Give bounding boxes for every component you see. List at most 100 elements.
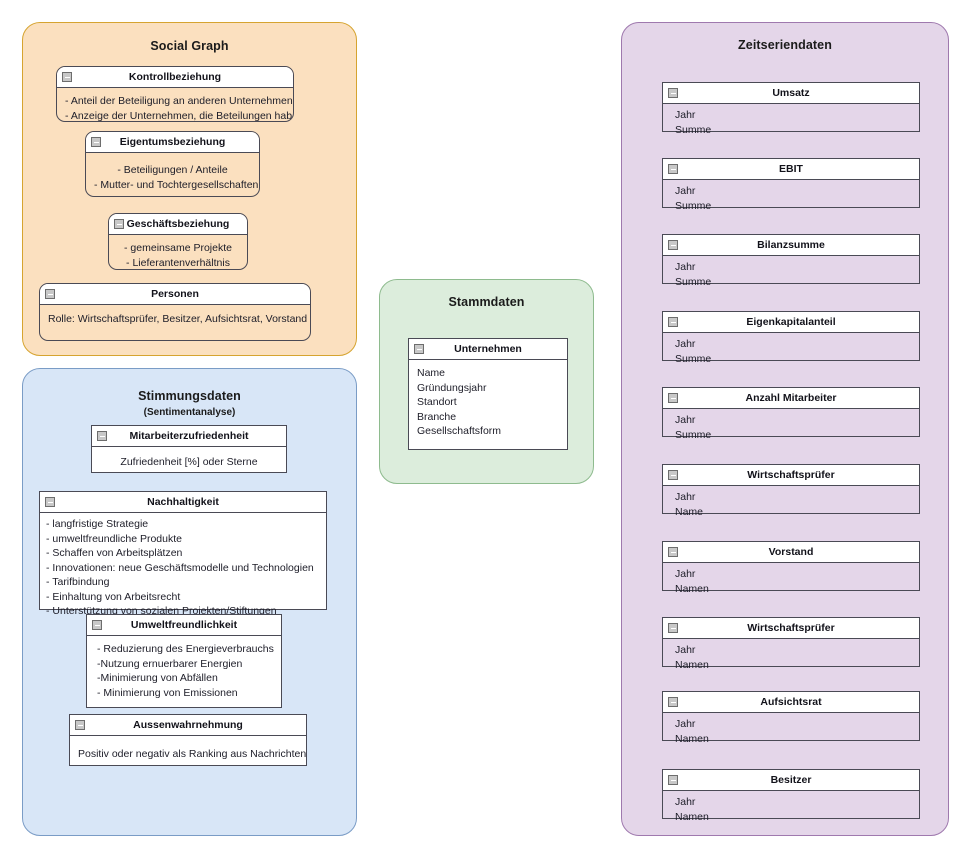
class-box-body: Zufriedenheit [%] oder Sterne xyxy=(92,447,286,476)
detail-line: Jahr xyxy=(675,414,696,426)
detail-line: Jahr xyxy=(675,568,696,580)
class-box-vorstand[interactable]: Vorstand Jahr Namen xyxy=(662,541,920,595)
class-box-umweltfreundlichkeit[interactable]: Umweltfreundlichkeit - Reduzierung des E… xyxy=(86,614,282,708)
class-box-mitarbeiterzufriedenheit[interactable]: Mitarbeiterzufriedenheit Zufriedenheit [… xyxy=(91,425,287,473)
detail-line: -Nutzung ernuerbarer Energien xyxy=(97,657,243,670)
class-box-title: Wirtschaftsprüfer xyxy=(747,621,835,634)
collapse-minus-icon[interactable] xyxy=(668,623,678,633)
collapse-minus-icon[interactable] xyxy=(114,219,124,229)
class-box-wirtschaftspruefer-2[interactable]: Wirtschaftsprüfer Jahr Namen xyxy=(662,617,920,671)
class-box-header[interactable]: Eigentumsbeziehung xyxy=(86,132,259,153)
class-box-header[interactable]: Anzahl Mitarbeiter xyxy=(663,388,919,409)
class-box-unternehmen[interactable]: Unternehmen Name Gründungsjahr Standort … xyxy=(408,338,568,450)
detail-line: Jahr xyxy=(675,491,696,503)
class-box-header[interactable]: Unternehmen xyxy=(409,339,567,360)
collapse-minus-icon[interactable] xyxy=(45,497,55,507)
class-box-header[interactable]: Kontrollbeziehung xyxy=(57,67,293,88)
detail-line: Jahr xyxy=(675,718,696,730)
detail-line: Jahr xyxy=(675,261,696,273)
collapse-minus-icon[interactable] xyxy=(668,240,678,250)
detail-line: - Lieferantenverhältnis xyxy=(126,256,230,269)
class-box-besitzer[interactable]: Besitzer Jahr Namen xyxy=(662,769,920,823)
group-stimmungsdaten[interactable]: Stimmungsdaten (Sentimentanalyse) Mitarb… xyxy=(22,368,357,836)
class-box-umsatz[interactable]: Umsatz Jahr Summe xyxy=(662,82,920,136)
collapse-minus-icon[interactable] xyxy=(668,547,678,557)
class-box-title: Eigentumsbeziehung xyxy=(119,135,226,148)
collapse-minus-icon[interactable] xyxy=(97,431,107,441)
class-box-body: Jahr Namen xyxy=(663,563,919,600)
class-box-body: Jahr Namen xyxy=(663,713,919,750)
class-box-title: Personen xyxy=(151,287,199,300)
class-box-header[interactable]: Wirtschaftsprüfer xyxy=(663,465,919,486)
class-box-title: Kontrollbeziehung xyxy=(128,70,222,83)
class-box-title: Aufsichtsrat xyxy=(760,695,822,708)
detail-line: Jahr xyxy=(675,796,696,808)
collapse-minus-icon[interactable] xyxy=(62,72,72,82)
detail-line: Summe xyxy=(675,199,712,212)
collapse-minus-icon[interactable] xyxy=(668,88,678,98)
class-box-aussenwahrnehmung[interactable]: Aussenwahrnehmung Positiv oder negativ a… xyxy=(69,714,307,766)
detail-line: Namen xyxy=(675,810,709,823)
detail-line: Namen xyxy=(675,658,709,671)
class-box-anzahl-mitarbeiter[interactable]: Anzahl Mitarbeiter Jahr Summe xyxy=(662,387,920,441)
class-box-eigentumsbeziehung[interactable]: Eigentumsbeziehung - Beteiligungen / Ant… xyxy=(85,131,260,197)
collapse-minus-icon[interactable] xyxy=(668,393,678,403)
class-box-header[interactable]: Bilanzsumme xyxy=(663,235,919,256)
collapse-minus-icon[interactable] xyxy=(91,137,101,147)
group-title-stimmungsdaten: Stimmungsdaten xyxy=(138,389,241,403)
class-box-bilanzsumme[interactable]: Bilanzsumme Jahr Summe xyxy=(662,234,920,288)
class-box-header[interactable]: Aufsichtsrat xyxy=(663,692,919,713)
detail-line: Branche xyxy=(417,410,457,423)
class-box-header[interactable]: EBIT xyxy=(663,159,919,180)
class-box-wirtschaftspruefer-1[interactable]: Wirtschaftsprüfer Jahr Name xyxy=(662,464,920,518)
class-box-body: Name Gründungsjahr Standort Branche Gese… xyxy=(409,360,567,445)
detail-line: - Einhaltung von Arbeitsrecht xyxy=(46,590,181,603)
group-social-graph[interactable]: Social Graph Kontrollbeziehung - Anteil … xyxy=(22,22,357,356)
detail-line: Namen xyxy=(675,732,709,745)
class-box-header[interactable]: Aussenwahrnehmung xyxy=(70,715,306,736)
class-box-body: Positiv oder negativ als Ranking aus Nac… xyxy=(70,736,306,768)
collapse-minus-icon[interactable] xyxy=(668,470,678,480)
class-box-header[interactable]: Nachhaltigkeit xyxy=(40,492,326,513)
class-box-nachhaltigkeit[interactable]: Nachhaltigkeit - langfristige Strategie … xyxy=(39,491,327,617)
detail-line: Gründungsjahr xyxy=(417,381,487,394)
class-box-title: Aussenwahrnehmung xyxy=(133,718,243,731)
detail-line: Name xyxy=(417,367,446,379)
class-box-geschaeftsbeziehung[interactable]: Geschäftsbeziehung - gemeinsame Projekte… xyxy=(108,213,248,270)
detail-line: - Anteil der Beteiligung an anderen Unte… xyxy=(65,95,293,107)
collapse-minus-icon[interactable] xyxy=(668,317,678,327)
collapse-minus-icon[interactable] xyxy=(92,620,102,630)
detail-line: - Innovationen: neue Geschäftsmodelle un… xyxy=(46,561,314,574)
class-box-eigenkapitalanteil[interactable]: Eigenkapitalanteil Jahr Summe xyxy=(662,311,920,365)
class-box-header[interactable]: Vorstand xyxy=(663,542,919,563)
group-zeitseriendaten[interactable]: Zeitseriendaten Umsatz Jahr Summe EBIT J… xyxy=(621,22,949,836)
class-box-header[interactable]: Besitzer xyxy=(663,770,919,791)
collapse-minus-icon[interactable] xyxy=(75,720,85,730)
class-box-ebit[interactable]: EBIT Jahr Summe xyxy=(662,158,920,212)
detail-line: - Minimierung von Emissionen xyxy=(97,686,238,699)
detail-line: Jahr xyxy=(675,109,696,121)
collapse-minus-icon[interactable] xyxy=(668,164,678,174)
class-box-header[interactable]: Wirtschaftsprüfer xyxy=(663,618,919,639)
class-box-header[interactable]: Mitarbeiterzufriedenheit xyxy=(92,426,286,447)
class-box-header[interactable]: Umsatz xyxy=(663,83,919,104)
class-box-header[interactable]: Geschäftsbeziehung xyxy=(109,214,247,235)
class-box-header[interactable]: Eigenkapitalanteil xyxy=(663,312,919,333)
class-box-body: - gemeinsame Projekte - Lieferantenverhä… xyxy=(109,235,247,269)
collapse-minus-icon[interactable] xyxy=(414,344,424,354)
collapse-minus-icon[interactable] xyxy=(45,289,55,299)
class-box-aufsichtsrat[interactable]: Aufsichtsrat Jahr Namen xyxy=(662,691,920,745)
class-box-body: Jahr Name xyxy=(663,486,919,523)
class-box-header[interactable]: Personen xyxy=(40,284,310,305)
group-stammdaten[interactable]: Stammdaten Unternehmen Name Gründungsjah… xyxy=(379,279,594,484)
collapse-minus-icon[interactable] xyxy=(668,697,678,707)
group-subtitle-stimmungsdaten: (Sentimentanalyse) xyxy=(143,407,236,418)
class-box-title: Umsatz xyxy=(772,86,810,99)
collapse-minus-icon[interactable] xyxy=(668,775,678,785)
class-box-body: Rolle: Wirtschaftsprüfer, Besitzer, Aufs… xyxy=(40,305,310,333)
class-box-kontrollbeziehung[interactable]: Kontrollbeziehung - Anteil der Beteiligu… xyxy=(56,66,294,122)
class-box-personen[interactable]: Personen Rolle: Wirtschaftsprüfer, Besit… xyxy=(39,283,311,341)
detail-line: - Beteiligungen / Anteile xyxy=(117,164,228,176)
class-box-header[interactable]: Umweltfreundlichkeit xyxy=(87,615,281,636)
